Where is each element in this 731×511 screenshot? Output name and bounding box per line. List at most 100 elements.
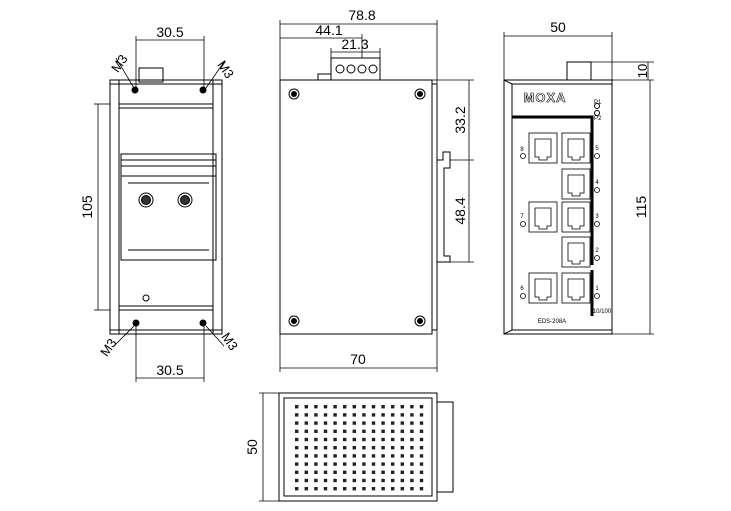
side-top-hole-spacing: 30.5 [156, 24, 183, 40]
vent-hole [400, 470, 404, 474]
panel-speed-label: 10/100 [593, 309, 612, 315]
panel-view [503, 61, 613, 335]
vent-hole [352, 413, 356, 417]
vent-hole [391, 446, 395, 450]
side-body [109, 79, 223, 335]
vent-hole [323, 478, 328, 483]
bottom-dimensions [259, 392, 279, 502]
vent-hole [362, 405, 366, 409]
vent-hole [400, 446, 404, 450]
vent-hole [304, 446, 308, 450]
front-body [279, 79, 433, 335]
rj45-port-3 [561, 201, 591, 233]
vent-hole [371, 470, 376, 474]
side-screw-hole [199, 86, 207, 94]
vent-hole [352, 454, 356, 458]
port-number-7: 7 [520, 214, 524, 220]
side-top-stub [138, 67, 164, 83]
front-body-width: 70 [350, 351, 366, 367]
vent-hole [304, 429, 308, 433]
vent-hole [323, 446, 328, 450]
vent-hole [295, 462, 299, 466]
vent-hole [419, 462, 424, 466]
vent-hole [343, 405, 347, 409]
vent-hole [323, 413, 328, 417]
vent-hole [419, 405, 424, 409]
vent-hole [333, 470, 337, 474]
vent-hole [371, 446, 376, 450]
vent-hole [314, 429, 318, 433]
front-din-top-offset: 33.2 [452, 106, 468, 133]
vent-hole [333, 462, 337, 466]
vent-hole [381, 421, 385, 425]
port-number-3: 3 [595, 214, 599, 220]
panel-led-p2-label: P2 [594, 116, 602, 122]
vent-hole [362, 446, 366, 450]
rj45-port-5 [561, 132, 591, 164]
vent-hole [362, 429, 366, 433]
vent-hole [323, 487, 328, 491]
vent-hole [314, 462, 318, 466]
vent-hole [371, 454, 376, 458]
rj45-port-2 [561, 236, 591, 268]
vent-hole [371, 478, 376, 483]
panel-brand-logo: MOXA [524, 90, 567, 105]
screw-label-top-left: M3 [108, 52, 131, 75]
vent-hole [304, 487, 308, 491]
vent-hole [400, 413, 404, 417]
vent-hole [314, 478, 318, 483]
bottom-vent-grid [295, 405, 424, 491]
side-rivet [177, 192, 193, 208]
rj45-port-6 [528, 272, 558, 304]
vent-hole [381, 487, 385, 491]
front-view [279, 57, 451, 335]
front-connector-width: 21.3 [341, 36, 368, 52]
vent-hole [333, 454, 337, 458]
vent-hole [371, 437, 376, 442]
panel-led-p1-label: P1 [594, 100, 602, 106]
vent-hole [410, 462, 414, 466]
vent-hole [381, 462, 385, 466]
vent-hole [400, 462, 404, 466]
vent-hole [323, 405, 328, 409]
vent-hole [333, 437, 337, 442]
vent-hole [391, 413, 395, 417]
vent-hole [333, 478, 337, 483]
vent-hole [295, 487, 299, 491]
vent-hole [323, 462, 328, 466]
vent-hole [381, 470, 385, 474]
vent-hole [314, 405, 318, 409]
vent-hole [352, 429, 356, 433]
vent-hole [362, 454, 366, 458]
front-screw [288, 88, 300, 100]
vent-hole [371, 421, 376, 425]
vent-hole [391, 405, 395, 409]
side-screw-hole [131, 86, 139, 94]
panel-height: 115 [633, 196, 649, 219]
vent-hole [400, 478, 404, 483]
vent-hole [362, 478, 366, 483]
panel-led-p2 [594, 110, 600, 116]
vent-hole [343, 437, 347, 442]
vent-hole [304, 454, 308, 458]
vent-hole [333, 413, 337, 417]
port-number-8: 8 [520, 147, 524, 153]
side-rivet [138, 192, 154, 208]
front-screw [414, 88, 426, 100]
vent-hole [400, 421, 404, 425]
vent-hole [352, 478, 356, 483]
vent-hole [295, 446, 299, 450]
front-screw [288, 315, 300, 327]
vent-hole [314, 437, 318, 442]
vent-hole [343, 478, 347, 483]
vent-hole [333, 446, 337, 450]
vent-hole [381, 446, 385, 450]
panel-width: 50 [550, 19, 566, 35]
vent-hole [343, 446, 347, 450]
panel-dimensions [503, 32, 654, 335]
vent-hole [391, 478, 395, 483]
vent-hole [391, 462, 395, 466]
vent-hole [362, 437, 366, 442]
vent-hole [343, 454, 347, 458]
